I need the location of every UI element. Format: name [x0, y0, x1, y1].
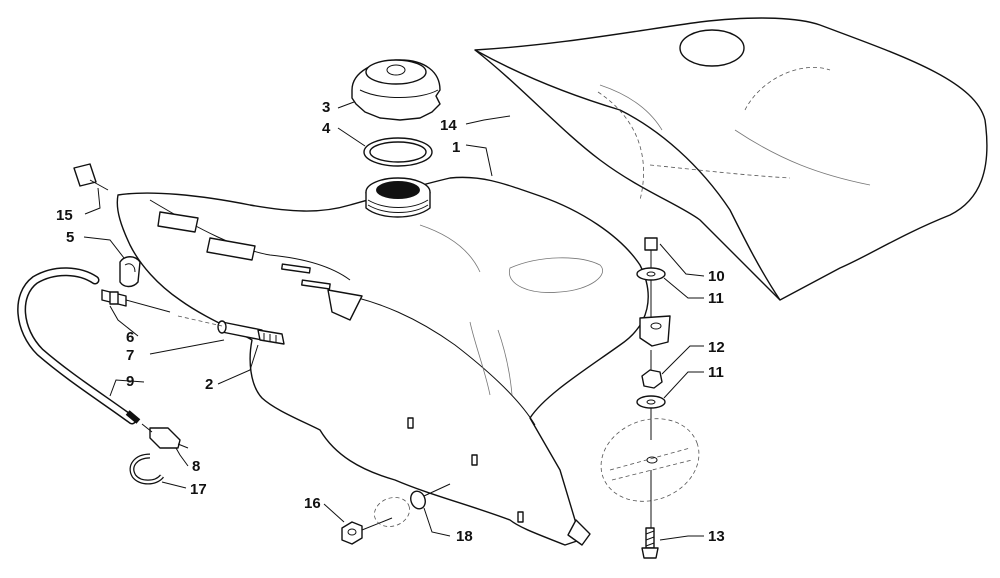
callout-15: 15 [56, 207, 73, 224]
callout-10: 10 [708, 268, 725, 285]
inline-filter-part [141, 423, 189, 449]
callout-14: 14 [440, 117, 457, 134]
callout-16: 16 [304, 495, 321, 512]
callout-18: 18 [456, 528, 473, 545]
clamp-part [119, 256, 141, 288]
callout-8: 8 [192, 458, 200, 475]
gasket-ring-part [363, 137, 433, 167]
fitting-part [101, 289, 171, 313]
fuel-cap-part [351, 59, 441, 121]
callout-12: 12 [708, 339, 725, 356]
callout-7: 7 [126, 347, 134, 364]
callouts: 1 2 3 4 5 6 7 8 9 10 11 11 12 13 14 15 1… [56, 99, 725, 545]
callout-9: 9 [126, 373, 134, 390]
callout-1: 1 [452, 139, 460, 156]
callout-5: 5 [66, 229, 74, 246]
callout-2: 2 [205, 376, 213, 393]
seat-part [474, 17, 988, 301]
lower-hardware [341, 483, 451, 545]
callout-6: 6 [126, 329, 134, 346]
callout-11-upper: 11 [708, 290, 724, 307]
callout-17: 17 [190, 481, 207, 498]
mounting-hardware [600, 237, 700, 559]
leader-lines [83, 101, 705, 541]
fuel-hose-part [17, 267, 141, 425]
filter-part [257, 329, 285, 345]
callout-4: 4 [322, 120, 331, 137]
callout-3: 3 [322, 99, 330, 116]
clip-part [73, 163, 109, 191]
callout-13: 13 [708, 528, 725, 545]
callout-11-lower: 11 [708, 364, 724, 381]
hose-clamp-part [129, 453, 164, 485]
